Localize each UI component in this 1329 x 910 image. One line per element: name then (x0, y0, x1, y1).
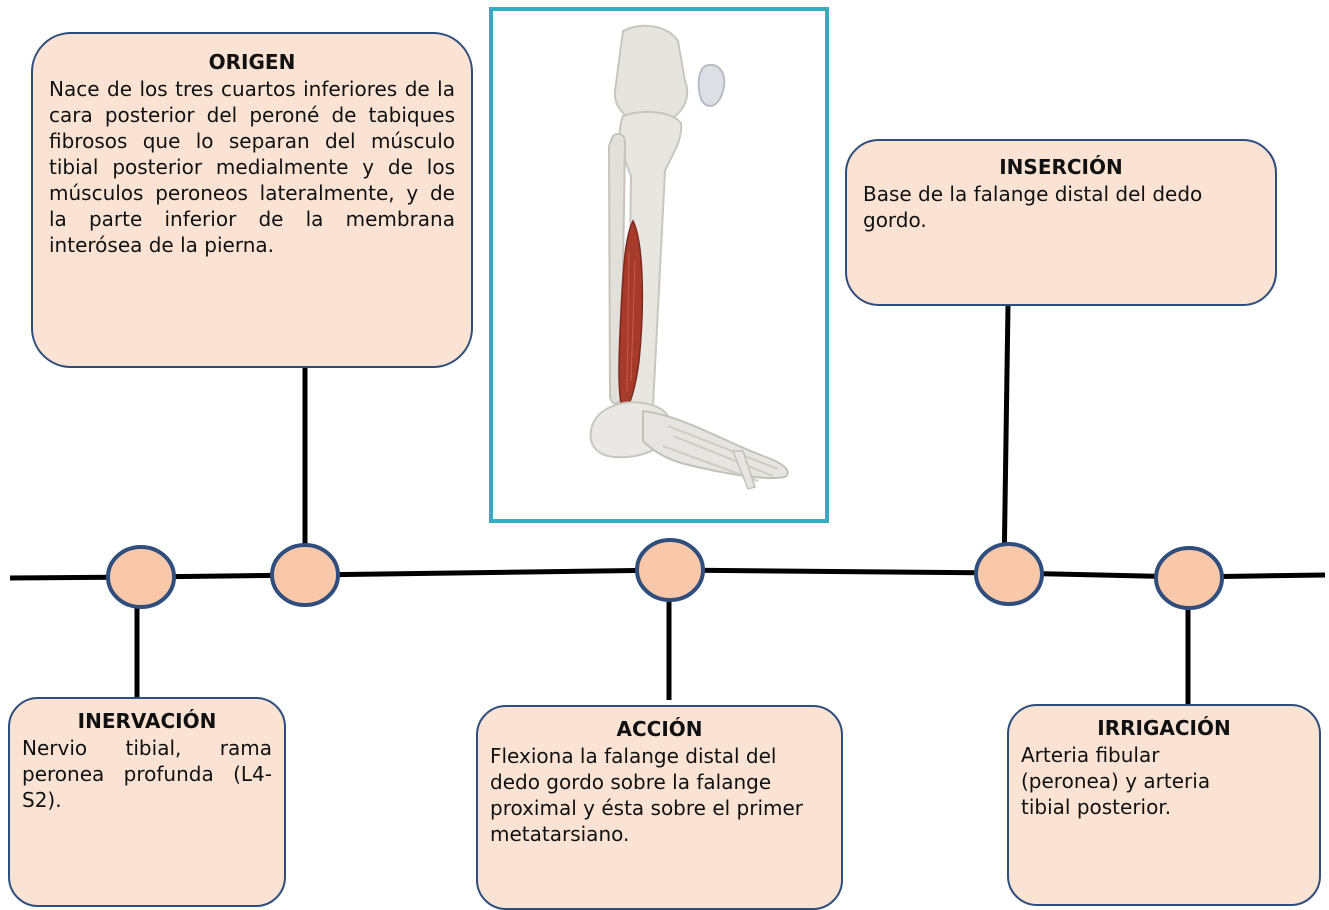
timeline-node-5 (1156, 548, 1222, 608)
inervacion-box: INERVACIÓN Nervio tibial, rama peronea p… (8, 697, 286, 907)
insercion-box: INSERCIÓN Base de la falange distal del … (845, 139, 1277, 306)
insercion-title: INSERCIÓN (863, 155, 1259, 179)
accion-title: ACCIÓN (490, 717, 829, 741)
leg-bones-muscle-illustration (493, 11, 825, 519)
origen-text: Nace de los tres cuartos inferiores de l… (49, 76, 455, 258)
origen-title: ORIGEN (49, 50, 455, 74)
inervacion-text: Nervio tibial, rama peronea profunda (L4… (22, 735, 272, 813)
origen-box: ORIGEN Nace de los tres cuartos inferior… (31, 32, 473, 368)
inervacion-title: INERVACIÓN (22, 709, 272, 733)
timeline-node-1 (108, 547, 174, 607)
connector-insercion (1004, 305, 1008, 573)
irrigacion-box: IRRIGACIÓN Arteria fibular (peronea) y a… (1007, 704, 1321, 906)
insercion-text: Base de la falange distal del dedo gordo… (863, 181, 1259, 233)
accion-box: ACCIÓN Flexiona la falange distal del de… (476, 705, 843, 910)
timeline-node-4 (976, 544, 1042, 604)
irrigacion-title: IRRIGACIÓN (1021, 716, 1307, 740)
timeline-node-3 (637, 540, 703, 600)
leg-illustration-frame (489, 7, 829, 523)
accion-text: Flexiona la falange distal del dedo gord… (490, 743, 829, 847)
timeline-node-2 (272, 545, 338, 605)
irrigacion-text: Arteria fibular (peronea) y arteria tibi… (1021, 742, 1307, 820)
